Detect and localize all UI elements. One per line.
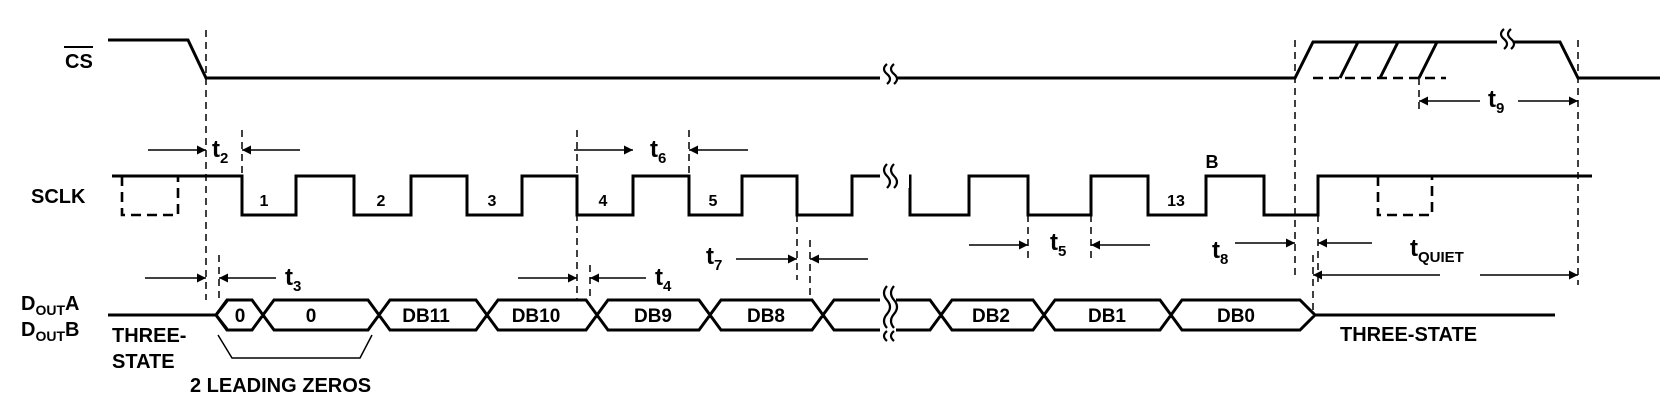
tquiet-label: tQUIET [1410,235,1464,266]
clock-label-1: 1 [260,193,269,210]
timing-labels: t2 t6 t3 t4 t7 t5 t8 t9 tQUIET [212,86,1504,295]
bit-zero-1: 0 [235,306,246,327]
clock-label-3: 3 [488,193,497,210]
dout-a-label: DOUTA [21,293,79,318]
bit-db9: DB9 [634,306,672,327]
cs-break-mark [880,63,899,88]
clock-label-2: 2 [377,193,386,210]
clock-label-5: 5 [709,193,718,210]
timing-arrows [145,96,1578,359]
three-state-right: THREE-STATE [1340,324,1477,346]
t8-label: t8 [1212,237,1228,268]
t9-label: t9 [1488,86,1504,117]
bit-db1: DB1 [1088,306,1126,327]
dout-b-label: DOUTB [21,319,79,344]
bit-db0: DB0 [1217,306,1255,327]
bit-db11: DB11 [402,306,450,327]
t7-label: t7 [706,243,722,274]
annotations: THREE- STATE 2 LEADING ZEROS THREE-STATE [112,324,1477,397]
three-state-left-line1: THREE- [112,325,186,347]
sclk-waveform [112,163,1592,217]
leading-zeros-label: 2 LEADING ZEROS [190,375,371,397]
t3-label: t3 [285,264,301,295]
t5-label: t5 [1050,229,1066,260]
leading-zeros-bracket [217,334,373,359]
dout-waveform [108,285,1555,342]
dout-break-mark [880,285,899,342]
signal-labels: CS SCLK DOUTA DOUTB [21,46,93,344]
clock-numbers: 1 2 3 4 5 13 B [260,152,1219,210]
clock-label-4: 4 [599,193,608,210]
t6-label: t6 [650,136,666,167]
bit-db10: DB10 [512,306,561,327]
sclk-label: SCLK [31,186,86,208]
cs-label: CS [65,51,93,73]
sclk-break-mark [880,163,909,189]
clock-label-13: 13 [1167,193,1185,210]
bit-zero-2: 0 [306,306,317,327]
bit-db8: DB8 [747,306,785,327]
reference-lines [205,30,1579,315]
bit-db2: DB2 [972,306,1010,327]
three-state-left-line2: STATE [112,351,175,373]
clock-label-b: B [1206,152,1219,172]
t4-label: t4 [655,264,672,295]
t2-label: t2 [212,136,228,167]
cs-break-mark-high [1497,28,1516,52]
data-bit-labels: 0 0 DB11 DB10 DB9 DB8 DB2 DB1 DB0 [235,306,1255,327]
cs-waveform [108,28,1660,88]
